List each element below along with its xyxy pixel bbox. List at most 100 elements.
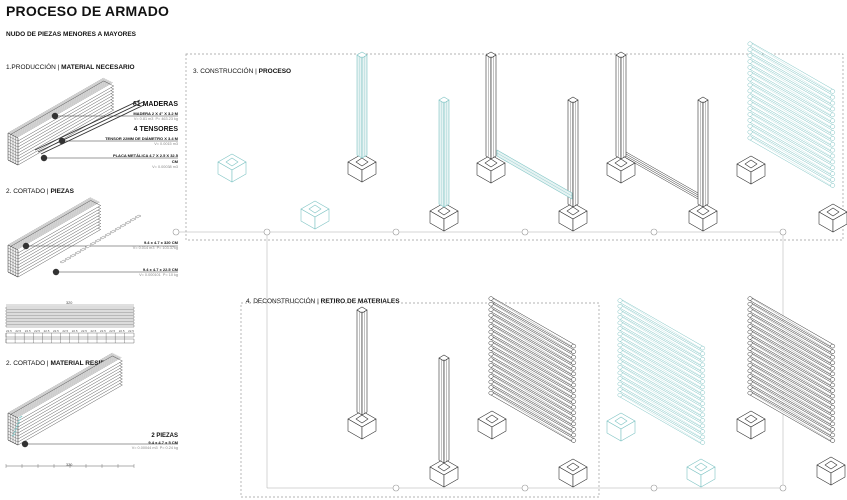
slat-edge [492,320,572,369]
slat-end [747,76,753,82]
slat-edge [621,333,701,382]
slat-end [700,407,706,412]
slat-edge [621,300,701,349]
slat-end [830,94,836,100]
section-deconstruccion-label: 4. DECONSTRUCCIÓN | [246,298,321,305]
section-cortado-piezas-label: 2. CORTADO | [6,188,51,195]
stage2-column-c [567,96,579,208]
slat-end [617,365,623,370]
residual-bundle [7,352,123,446]
empty-pedestal [300,200,330,230]
maderas-vol: V= 0.81 m3 [133,117,154,121]
slat-end [747,88,753,94]
pedestal-socket [744,414,758,424]
residual-accent [11,433,16,437]
pedestal-right [572,466,588,488]
timeline-step [392,484,400,492]
short-dim: 22.5 [62,329,69,333]
slat-end [747,135,753,141]
slat-end [747,357,753,362]
slat-end [617,309,623,314]
slat-end [747,129,753,135]
board-strip [5,332,135,338]
maderas-values: V= 0.81 m3 P= 463.23 kg [134,117,178,121]
slat-end [488,390,494,396]
slat-edge [751,365,831,413]
pedestal-socket [484,158,498,168]
small-block [99,235,107,240]
section-cortado-residual-label: 2. CORTADO | [6,360,51,367]
slat-end [747,106,753,111]
bundle-line [7,77,104,134]
slat-end [571,416,577,421]
slat-end [830,100,836,106]
section-construccion-label: 3. CONSTRUCCIÓN | [193,68,259,75]
slat-end [700,412,706,417]
stage4-pedestal-a [736,155,766,185]
slat-end [700,384,706,390]
slat-end [830,89,836,94]
section-deconstruccion-bold: RETIRO DE MATERIALES [320,298,400,305]
slat-edge [751,337,831,386]
slat-end [571,432,577,438]
slat-end [830,360,836,365]
slat-end [747,351,753,357]
timeline-step [779,228,787,236]
pedestal-socket [694,462,708,472]
stage2-pedestal-b [476,154,506,184]
slat-end [830,124,836,129]
short-dim: 22.5 [15,329,22,333]
slat-end [830,438,836,443]
section-produccion-bold: MATERIAL NECESARIO [61,64,135,71]
slat-end [830,355,836,360]
slat-end [747,53,753,58]
slat-end [571,366,577,371]
slat-edge [751,131,831,180]
tensor-rod [34,99,141,151]
short-dim: 22.5 [43,329,50,333]
timeline-step [650,484,658,492]
slat-end [700,351,706,356]
piece-a-spec: 9.4 x 4.7 x 320 CM [143,240,178,245]
slat-end [488,340,494,346]
stage1-column [356,51,368,159]
pedestal-right [361,161,377,183]
rail-line [625,151,699,194]
pedestal-right [361,418,377,440]
slat-end [488,368,494,374]
d3-wall [488,296,577,443]
slat-edge [621,378,701,426]
piece-b-values: V= 0.000101 P= 10 kg [139,273,178,277]
slat-end [747,368,753,374]
small-block [89,241,97,246]
slat-edge [492,365,572,413]
timeline-step [263,228,271,236]
pedestal-socket [308,204,322,214]
slat-edge [751,67,831,115]
d2-column [438,354,450,464]
slat-end [488,329,494,335]
placa-spec: PLACA METÁLICA 4.7 X 2.5 X 32.5 [112,153,178,158]
section-cortado-piezas-bold: PIEZAS [50,188,74,195]
slat-end [571,410,577,415]
rail-line [625,153,699,196]
tensor-rod [40,103,147,155]
timeline-step [521,228,529,236]
slat-end [617,326,623,331]
slat-end [571,382,577,388]
slat-end [700,395,706,401]
board-strip [5,338,135,344]
slat-end [830,416,836,421]
maderas-title: 61 MADERAS [132,101,178,108]
slat-end [830,399,836,404]
pedestal-right [702,210,718,232]
leader-dot [52,268,60,276]
slat-end [488,324,494,329]
slat-end [571,399,577,404]
slat-end [488,385,494,390]
residual-accent [16,421,21,425]
slat-end [488,357,494,362]
stage3-column-b [697,96,709,208]
slat-end [617,370,623,376]
